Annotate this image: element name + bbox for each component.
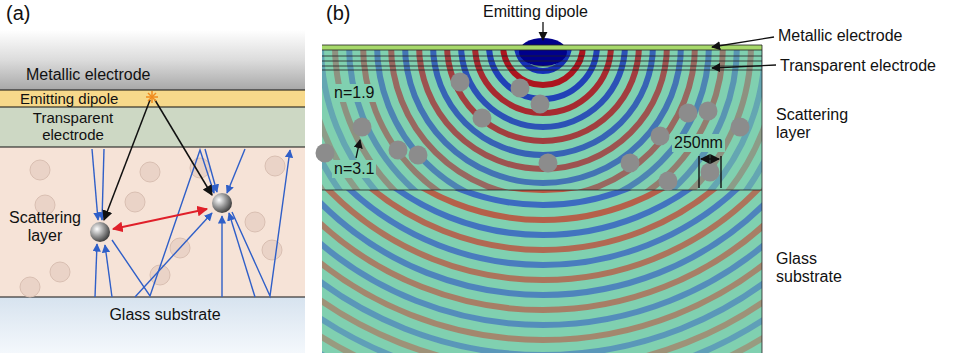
panel-a-layers	[0, 30, 305, 353]
dipole-source	[519, 38, 567, 66]
panel-a-spheres	[90, 193, 232, 242]
electrode-layer: Metallic electrode	[0, 30, 305, 90]
panel-a-rays	[92, 100, 290, 297]
layer-name: Transparent electrode	[12, 109, 134, 143]
dipole-star	[146, 91, 158, 103]
faded-particles	[20, 156, 285, 297]
layer-name: Metallic electrode	[26, 66, 206, 84]
layer-name: Glass substrate	[95, 306, 235, 324]
part-label: Metallic electrode	[778, 27, 903, 45]
thin-layers	[322, 45, 762, 353]
electrode-layer: Transparent electrode	[0, 107, 305, 147]
emitter-layer: Emitting dipole	[0, 90, 305, 107]
part-label: Emitting dipole	[483, 3, 588, 21]
part-label: Scattering layer	[776, 106, 871, 142]
layer-name: Scattering layer	[4, 209, 86, 245]
substrate-layer: Glass substrate	[0, 297, 305, 353]
layer-name: Emitting dipole	[20, 90, 145, 107]
leader-lines	[356, 22, 776, 158]
wave-fronts	[322, 45, 762, 190]
part-label: Glass substrate	[776, 250, 866, 286]
panel-letter: (a)	[6, 2, 30, 24]
wave-fronts	[322, 190, 762, 353]
scattering-layer: Scattering layer	[0, 147, 305, 297]
part-label: Transparent electrode	[780, 57, 936, 75]
refractive-index: n=1.9	[332, 84, 376, 102]
panel-letter: (b)	[326, 2, 350, 24]
dimension-bracket	[699, 156, 721, 188]
scatterer-particles	[316, 73, 750, 191]
dimension-label: 250nm	[672, 134, 725, 152]
refractive-index: n=3.1	[332, 160, 376, 178]
